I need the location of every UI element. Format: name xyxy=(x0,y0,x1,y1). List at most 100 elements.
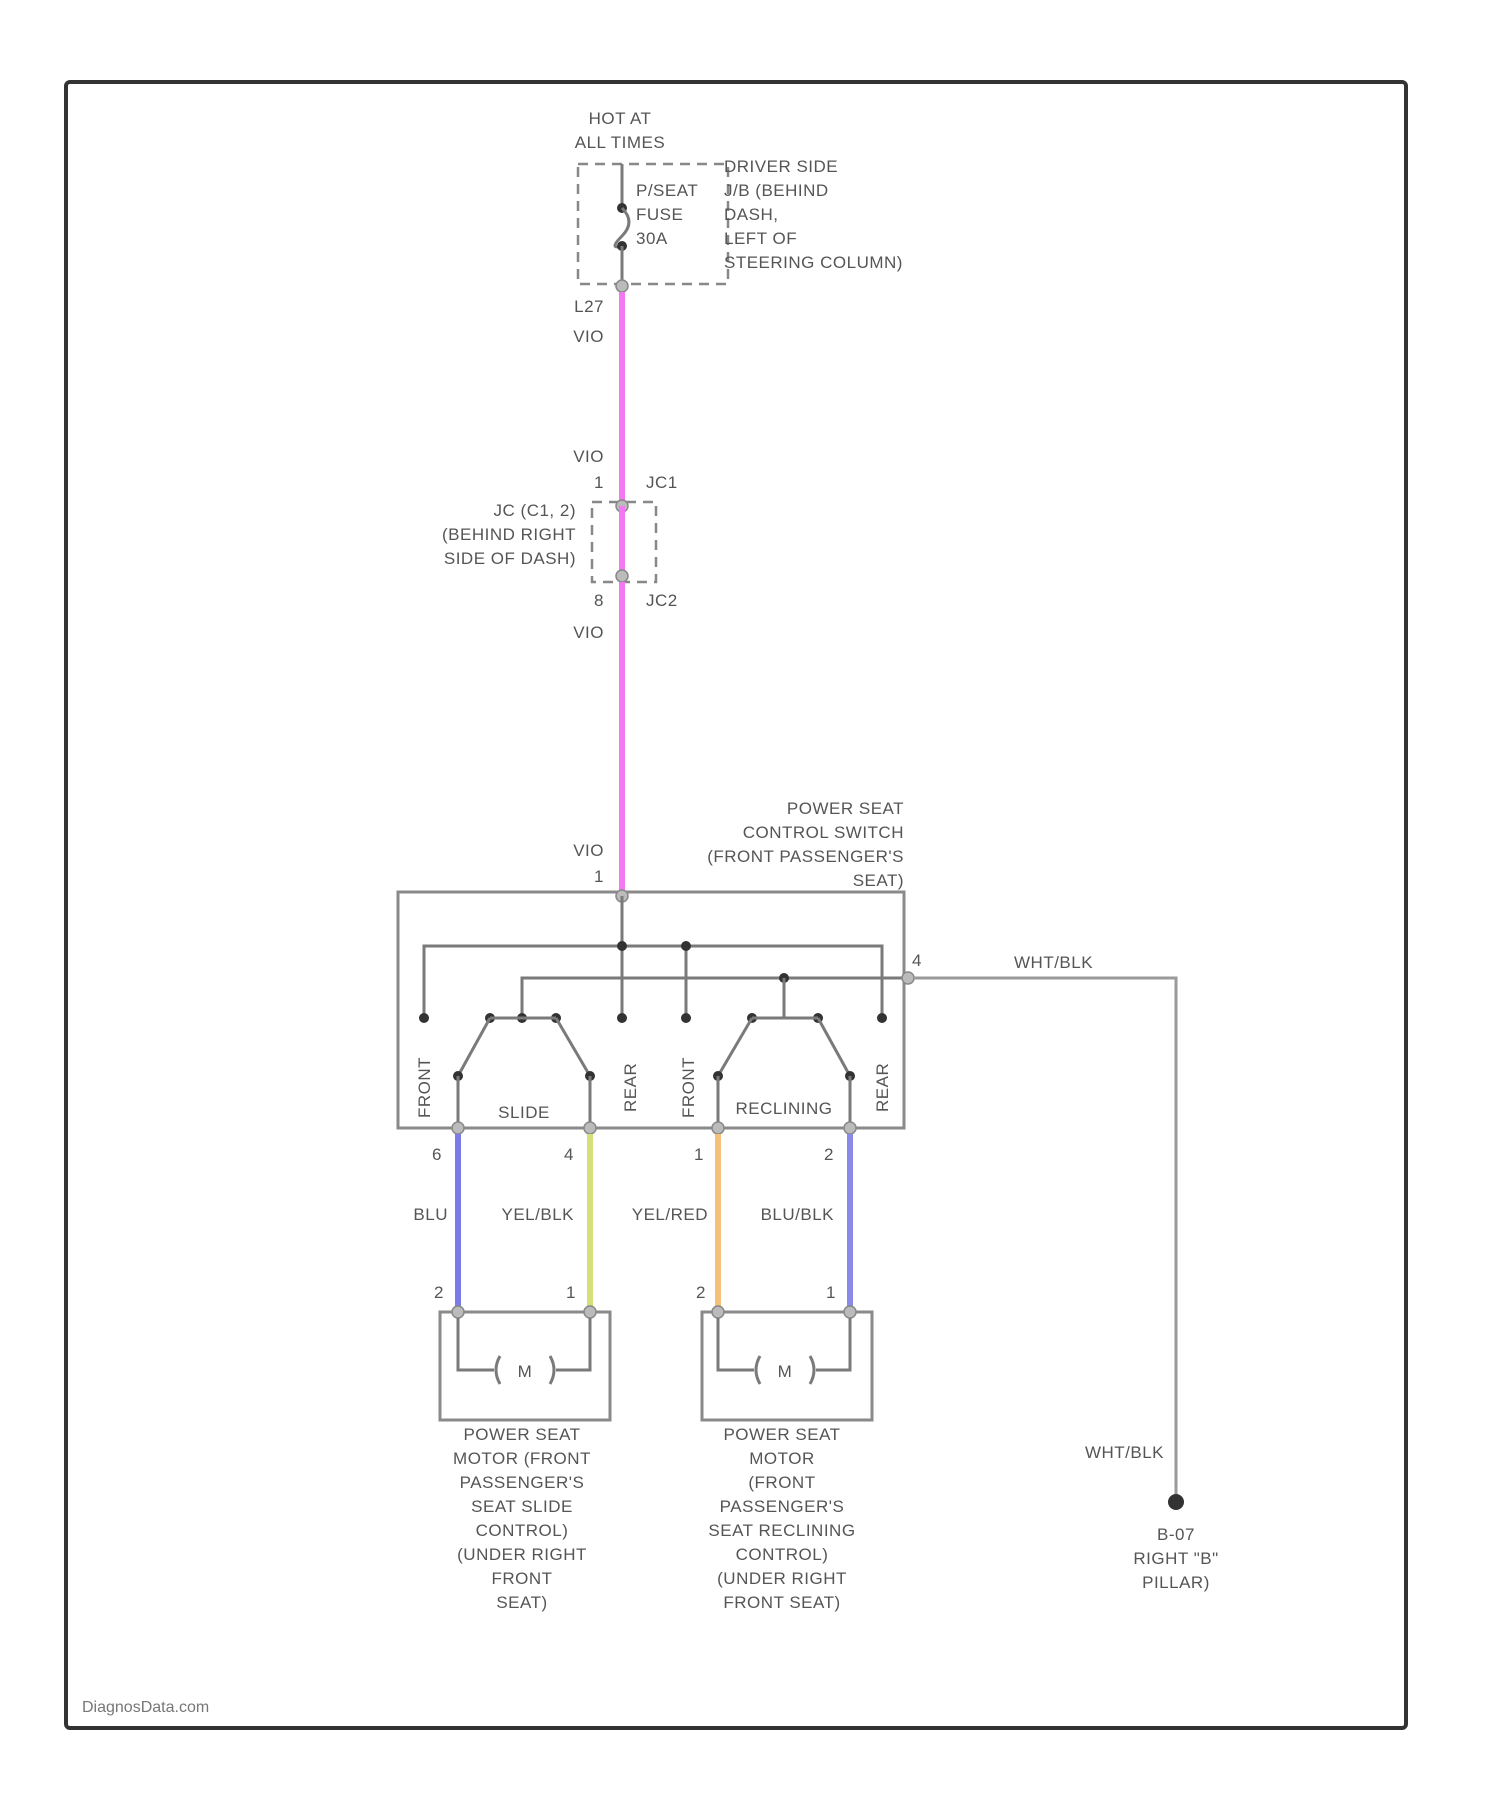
motor1-label-line7: FRONT xyxy=(491,1569,552,1588)
motor1-lead-a xyxy=(458,1318,494,1370)
switch-out-terminal-4 xyxy=(844,1122,856,1134)
slide-blade-right xyxy=(556,1018,590,1076)
motor2-label-line3: (FRONT xyxy=(748,1473,815,1492)
wire-blu-label: BLU xyxy=(413,1205,448,1224)
ground-wire-label-top: WHT/BLK xyxy=(1014,953,1093,972)
switch-label-line4: SEAT) xyxy=(853,871,904,890)
motor2-lead-a xyxy=(718,1318,754,1370)
motor2-label-line4: PASSENGER'S xyxy=(720,1497,845,1516)
motor1-pin-b: 1 xyxy=(566,1283,576,1302)
jc-label-line2: (BEHIND RIGHT xyxy=(442,525,576,544)
switch-pin-gnd: 4 xyxy=(912,951,922,970)
switch-ground-terminal xyxy=(902,972,914,984)
fuse-label-line3: 30A xyxy=(636,229,668,248)
recline-blade-right xyxy=(818,1018,850,1076)
wire-vio-label-4: VIO xyxy=(573,841,604,860)
motor2-label-line1: POWER SEAT xyxy=(723,1425,840,1444)
fuse-pin-label: L27 xyxy=(574,297,604,316)
slide-blade-left xyxy=(458,1018,490,1076)
switch-label-line2: CONTROL SWITCH xyxy=(743,823,904,842)
motor1-brush-right xyxy=(550,1356,554,1384)
switch-out-terminal-2 xyxy=(584,1122,596,1134)
motor2-lead-b xyxy=(816,1318,850,1370)
wire-yel-red-label: YEL/RED xyxy=(632,1205,708,1224)
wire-blu-blk-label: BLU/BLK xyxy=(761,1205,835,1224)
motor1-label-line6: (UNDER RIGHT xyxy=(457,1545,587,1564)
switch-label-line1: POWER SEAT xyxy=(787,799,904,818)
motor1-label-line3: PASSENGER'S xyxy=(460,1473,585,1492)
motor2-pin-b: 1 xyxy=(826,1283,836,1302)
switch-ground-bus xyxy=(522,978,914,1018)
switch-node-2 xyxy=(681,941,691,951)
motor2-terminal-a xyxy=(712,1306,724,1318)
ground-label-line1: B-07 xyxy=(1157,1525,1195,1544)
contact-recline-rear xyxy=(877,1013,887,1023)
ground-label-line3: PILLAR) xyxy=(1142,1573,1210,1592)
motor1-terminal-a xyxy=(452,1306,464,1318)
motor1-label-line1: POWER SEAT xyxy=(463,1425,580,1444)
motor1-brush-left xyxy=(496,1356,500,1384)
motor2-label-line6: CONTROL) xyxy=(736,1545,829,1564)
jc-id-top: JC1 xyxy=(646,473,678,492)
motor2-pin-a: 2 xyxy=(696,1283,706,1302)
fuse-location-line1: DRIVER SIDE xyxy=(724,157,838,176)
slide-label: SLIDE xyxy=(498,1103,550,1122)
switch-node-1 xyxy=(617,941,627,951)
wire-wht-blk-ground xyxy=(914,978,1176,1498)
motor2-symbol: M xyxy=(778,1362,793,1381)
motor1-label-line5: CONTROL) xyxy=(476,1521,569,1540)
hot-label-line1: HOT AT xyxy=(589,109,652,128)
jc-pin-top: 1 xyxy=(594,473,604,492)
motor2-brush-right xyxy=(810,1356,814,1384)
switch-upper-bus xyxy=(424,946,882,1018)
motor2-label-line8: FRONT SEAT) xyxy=(723,1593,840,1612)
fuse-location-line5: STEERING COLUMN) xyxy=(724,253,903,272)
fuse-connector-terminal xyxy=(616,280,628,292)
contact-recline-front xyxy=(681,1013,691,1023)
wire-vio-label-1: VIO xyxy=(573,327,604,346)
jc-label-line3: SIDE OF DASH) xyxy=(444,549,576,568)
ground-point-icon xyxy=(1168,1494,1184,1510)
switch-pin-in: 1 xyxy=(594,867,604,886)
switch-out-pin-3: 1 xyxy=(694,1145,704,1164)
motor2-terminal-b xyxy=(844,1306,856,1318)
motor2-label-line7: (UNDER RIGHT xyxy=(717,1569,847,1588)
motor1-terminal-b xyxy=(584,1306,596,1318)
slide-rear-label: REAR xyxy=(621,1063,640,1112)
fuse-label-line1: P/SEAT xyxy=(636,181,698,200)
motor1-label: POWER SEAT MOTOR (FRONT PASSENGER'S SEAT… xyxy=(453,1425,591,1612)
wire-yel-blk-label: YEL/BLK xyxy=(502,1205,575,1224)
slide-front-label: FRONT xyxy=(415,1057,434,1118)
contact-slide-front xyxy=(419,1013,429,1023)
motor1-symbol: M xyxy=(518,1362,533,1381)
jc-label-line1: JC (C1, 2) xyxy=(494,501,576,520)
motor1-label-line4: SEAT SLIDE xyxy=(471,1497,573,1516)
motor2-brush-left xyxy=(756,1356,760,1384)
diagram-frame xyxy=(66,82,1406,1728)
switch-out-terminal-3 xyxy=(712,1122,724,1134)
recline-front-label: FRONT xyxy=(679,1057,698,1118)
fuse-location-line2: J/B (BEHIND xyxy=(724,181,829,200)
motor2-label-line2: MOTOR xyxy=(749,1449,814,1468)
switch-body xyxy=(398,892,904,1128)
motor1-lead-b xyxy=(556,1318,590,1370)
fuse-label-line2: FUSE xyxy=(636,205,683,224)
jc-terminal-bottom xyxy=(616,570,628,582)
recline-label: RECLINING xyxy=(735,1099,832,1118)
wire-vio-label-2: VIO xyxy=(573,447,604,466)
hot-label-line2: ALL TIMES xyxy=(575,133,665,152)
switch-out-pin-2: 4 xyxy=(564,1145,574,1164)
recline-rear-label: REAR xyxy=(873,1063,892,1112)
switch-out-pin-4: 2 xyxy=(824,1145,834,1164)
motor1-pin-a: 2 xyxy=(434,1283,444,1302)
motor1-label-line2: MOTOR (FRONT xyxy=(453,1449,591,1468)
contact-slide-rear xyxy=(617,1013,627,1023)
jc-pin-bottom: 8 xyxy=(594,591,604,610)
ground-wire-label-bottom: WHT/BLK xyxy=(1085,1443,1164,1462)
switch-out-pin-1: 6 xyxy=(432,1145,442,1164)
ground-label-line2: RIGHT "B" xyxy=(1133,1549,1218,1568)
motor2-label-line5: SEAT RECLINING xyxy=(708,1521,855,1540)
wire-vio-label-3: VIO xyxy=(573,623,604,642)
jc-id-bottom: JC2 xyxy=(646,591,678,610)
